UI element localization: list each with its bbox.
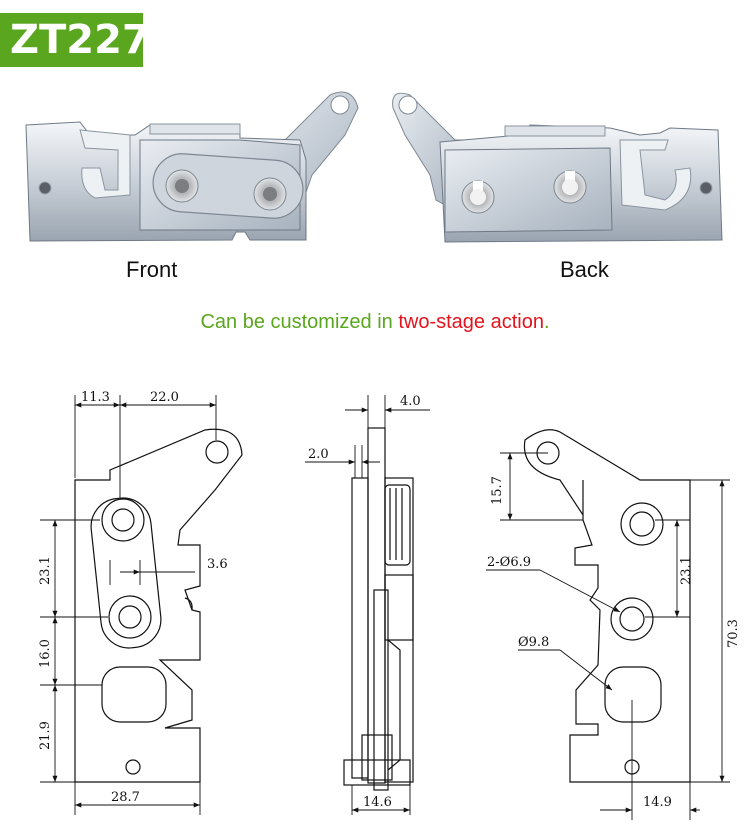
dim-front-11-3: 11.3 — [81, 390, 110, 405]
dim-back-70-3: 70.3 — [726, 619, 741, 648]
front-photo — [25, 91, 359, 242]
back-view-drawing — [523, 429, 691, 783]
dim-side-2-0: 2.0 — [308, 447, 329, 462]
model-badge: ZT227 — [0, 13, 150, 67]
dim-front-28-7: 28.7 — [111, 790, 140, 805]
dim-back-cam: Ø9.8 — [518, 635, 549, 650]
dim-back-holes: 2-Ø6.9 — [487, 555, 531, 570]
dim-front-3-6: 3.6 — [207, 557, 228, 572]
customization-caption: Can be customized in two-stage action. — [0, 311, 750, 334]
dim-front-16-0: 16.0 — [38, 639, 53, 668]
caption-text: Can be customized in — [200, 311, 399, 333]
front-view-drawing — [74, 428, 243, 783]
front-view-dimensions — [40, 395, 217, 815]
dim-front-23-1: 23.1 — [38, 556, 53, 585]
dim-back-14-9: 14.9 — [643, 795, 672, 810]
side-view-drawing — [343, 427, 414, 791]
back-view-dimensions — [486, 452, 730, 820]
dim-back-23-1: 23.1 — [679, 556, 694, 585]
front-label: Front — [126, 257, 178, 282]
dim-back-15-7: 15.7 — [490, 476, 505, 505]
dim-front-21-9: 21.9 — [38, 721, 53, 750]
dim-side-14-6: 14.6 — [363, 795, 392, 810]
caption-period: . — [543, 311, 550, 333]
caption-highlight: two-stage action — [398, 311, 544, 333]
side-view-dimensions — [305, 395, 430, 815]
back-photo — [392, 92, 723, 243]
back-label: Back — [560, 257, 609, 282]
dim-side-4-0: 4.0 — [400, 394, 421, 409]
dim-front-22-0: 22.0 — [150, 390, 179, 405]
